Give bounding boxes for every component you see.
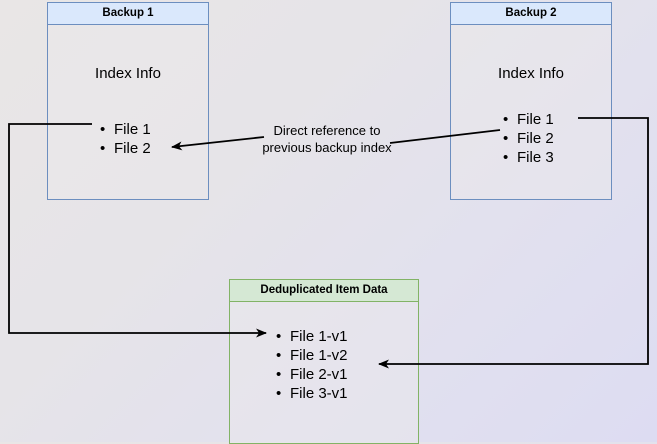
- backup2-header: Backup 2: [451, 3, 611, 25]
- backup2-index-info-label: Index Info: [498, 65, 564, 82]
- backup2-file-list: File 1 File 2 File 3: [503, 110, 554, 167]
- backup1-index-info-label: Index Info: [95, 65, 161, 82]
- deduplicated-item-data-box[interactable]: Deduplicated Item Data File 1-v1 File 1-…: [229, 279, 419, 444]
- backup1-header: Backup 1: [48, 3, 208, 25]
- list-item: File 2: [100, 139, 151, 158]
- list-item: File 2-v1: [276, 365, 348, 384]
- list-item: File 3: [503, 148, 554, 167]
- backup1-file-list: File 1 File 2: [100, 120, 151, 158]
- dedup-header: Deduplicated Item Data: [230, 280, 418, 302]
- backup1-box[interactable]: Backup 1 Index Info File 1 File 2: [47, 2, 209, 200]
- list-item: File 1-v1: [276, 327, 348, 346]
- backup2-body: Index Info File 1 File 2 File 3: [451, 25, 611, 199]
- backup1-body: Index Info File 1 File 2: [48, 25, 208, 199]
- direct-reference-line-2: previous backup index: [262, 140, 392, 155]
- list-item: File 1: [100, 120, 151, 139]
- dedup-body: File 1-v1 File 1-v2 File 2-v1 File 3-v1: [230, 302, 418, 443]
- direct-reference-line-1: Direct reference to: [273, 123, 381, 138]
- list-item: File 2: [503, 129, 554, 148]
- list-item: File 3-v1: [276, 384, 348, 403]
- dedup-file-list: File 1-v1 File 1-v2 File 2-v1 File 3-v1: [276, 327, 348, 403]
- backup2-box[interactable]: Backup 2 Index Info File 1 File 2 File 3: [450, 2, 612, 200]
- direct-reference-annotation: Direct reference to previous backup inde…: [252, 122, 402, 156]
- list-item: File 1: [503, 110, 554, 129]
- list-item: File 1-v2: [276, 346, 348, 365]
